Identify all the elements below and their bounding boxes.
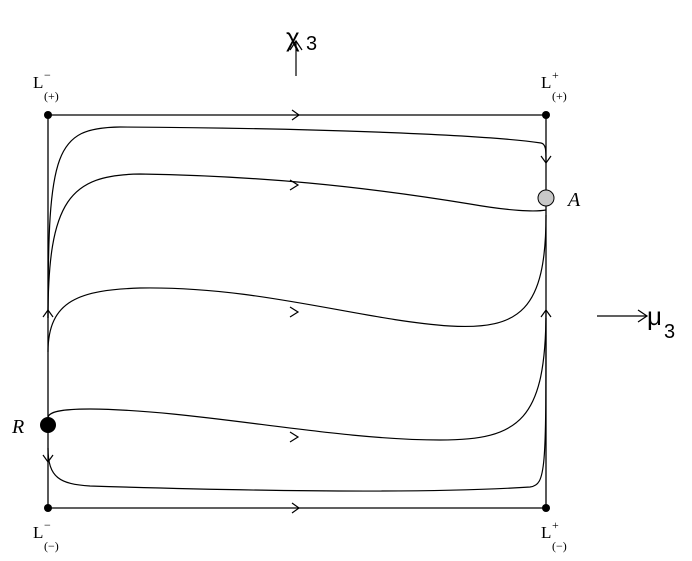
label-r: R bbox=[11, 416, 24, 438]
arrow-trajectory-4 bbox=[289, 431, 300, 443]
svg-text:L: L bbox=[541, 523, 551, 542]
vertical-axis-indicator: χ 3 bbox=[286, 22, 317, 76]
corner-label-top-right: L + (+) bbox=[541, 68, 567, 103]
svg-text:(−): (−) bbox=[552, 539, 567, 553]
horizontal-axis-subscript: 3 bbox=[664, 321, 675, 343]
corner-label-bottom-left: L − (−) bbox=[33, 518, 59, 553]
corner-point-top-right bbox=[542, 111, 550, 119]
arrow-bottom-edge bbox=[291, 502, 301, 514]
svg-text:+: + bbox=[552, 518, 559, 532]
trajectory-4 bbox=[47, 309, 547, 441]
arrow-left-edge-down bbox=[42, 454, 54, 464]
attractor-point-a bbox=[537, 189, 555, 207]
svg-text:−: − bbox=[44, 518, 51, 532]
svg-text:(−): (−) bbox=[44, 539, 59, 553]
arrow-top-edge bbox=[291, 109, 301, 121]
svg-text:−: − bbox=[44, 68, 51, 82]
svg-text:(+): (+) bbox=[44, 89, 59, 103]
trajectory-2 bbox=[47, 173, 547, 319]
trajectory-1 bbox=[47, 126, 547, 319]
svg-text:+: + bbox=[552, 68, 559, 82]
corner-label-top-left: L − (+) bbox=[33, 68, 59, 103]
svg-text:L: L bbox=[33, 523, 43, 542]
corner-point-top-left bbox=[44, 111, 52, 119]
svg-text:(+): (+) bbox=[552, 89, 567, 103]
vertical-axis-symbol: χ bbox=[286, 22, 300, 52]
repeller-point-r bbox=[40, 417, 56, 433]
horizontal-axis-indicator: μ 3 bbox=[597, 301, 675, 343]
label-a: A bbox=[566, 189, 581, 211]
svg-text:L: L bbox=[33, 73, 43, 92]
arrow-right-edge-down bbox=[540, 155, 552, 165]
corner-point-bottom-left bbox=[44, 504, 52, 512]
trajectory-5 bbox=[47, 317, 547, 492]
arrow-right-edge-up bbox=[540, 308, 552, 318]
trajectory-3 bbox=[47, 214, 547, 353]
arrow-trajectory-2 bbox=[289, 179, 300, 191]
vertical-axis-subscript: 3 bbox=[306, 33, 317, 55]
horizontal-axis-symbol: μ bbox=[647, 301, 662, 331]
corner-label-bottom-right: L + (−) bbox=[541, 518, 567, 553]
svg-text:L: L bbox=[541, 73, 551, 92]
arrow-left-edge-up bbox=[42, 308, 54, 318]
arrow-trajectory-3 bbox=[289, 306, 300, 318]
corner-point-bottom-right bbox=[542, 504, 550, 512]
